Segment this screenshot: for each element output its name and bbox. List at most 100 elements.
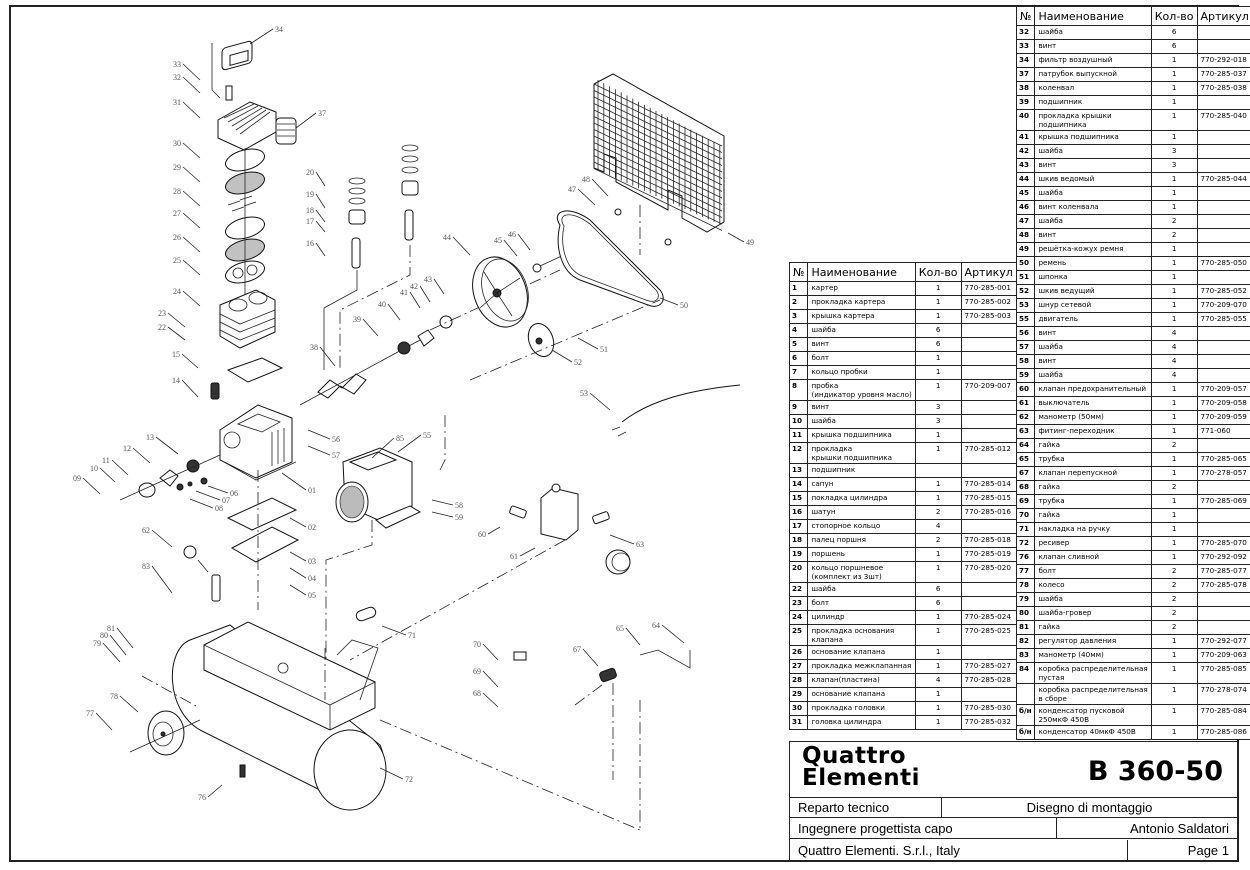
part-name: винт bbox=[1038, 356, 1057, 365]
cell-num: 15 bbox=[788, 491, 809, 506]
callout-label: 51 bbox=[600, 345, 608, 354]
part-name-cont: в сборе bbox=[1038, 694, 1067, 703]
leader-line bbox=[362, 318, 379, 337]
cell-qty: 4 bbox=[1150, 354, 1198, 369]
leader-line bbox=[182, 63, 201, 81]
cell-qty: 4 bbox=[1150, 368, 1198, 383]
cell-art bbox=[1196, 592, 1250, 607]
cell-name: сапун bbox=[807, 477, 916, 492]
cell-name: решётка-кожух ремня bbox=[1034, 242, 1152, 257]
callout-label: 46 bbox=[508, 230, 516, 239]
cell-art bbox=[960, 400, 1017, 415]
cell-qty: 1 bbox=[914, 659, 962, 674]
callout-label: 27 bbox=[173, 209, 181, 218]
driven-pulley-part bbox=[472, 256, 529, 328]
washer-47-part bbox=[614, 208, 622, 216]
part-name: гайка bbox=[1038, 510, 1061, 519]
leader-line bbox=[452, 236, 471, 256]
bearing-cap-part bbox=[138, 482, 156, 498]
leader-line bbox=[182, 212, 201, 229]
part-name: подшипник bbox=[811, 465, 856, 474]
leader-line bbox=[207, 485, 229, 494]
pressure-regulator-part bbox=[211, 574, 221, 602]
cell-num: 70 bbox=[1015, 508, 1036, 523]
cell-name: картер bbox=[807, 281, 916, 296]
cell-num: 39 bbox=[1015, 95, 1036, 110]
cell-art: 770-285-065 bbox=[1196, 452, 1250, 467]
cell-qty: 1 bbox=[1150, 522, 1198, 537]
leader-line bbox=[281, 472, 307, 491]
callout-label: 58 bbox=[455, 501, 463, 510]
company-name: Quattro Elementi. S.r.l., Italy bbox=[790, 840, 1128, 862]
cell-num: 42 bbox=[1015, 144, 1036, 159]
cell-name: винт коленвала bbox=[1034, 200, 1152, 215]
part-name: шайба bbox=[1038, 594, 1063, 603]
cell-art: 770-285-019 bbox=[960, 547, 1017, 562]
callout-label: 04 bbox=[308, 574, 316, 583]
leader-line bbox=[116, 627, 134, 649]
callout-label: 18 bbox=[306, 206, 314, 215]
guard-grid-line bbox=[593, 129, 723, 192]
cell-art bbox=[960, 596, 1017, 611]
cell-qty: 1 bbox=[914, 624, 962, 646]
leader-line bbox=[419, 285, 431, 303]
callout-label: 39 bbox=[353, 315, 361, 324]
header-name: Наименование bbox=[1034, 6, 1152, 26]
cell-name: коробка распределительная в сборе bbox=[1034, 683, 1152, 705]
cell-name: крышка картера bbox=[807, 309, 916, 324]
part-name: крышка подшипника bbox=[811, 430, 892, 439]
cell-name: прокладка картера bbox=[807, 295, 916, 310]
cell-qty: 1 bbox=[914, 715, 962, 730]
cell-art: 770-285-055 bbox=[1196, 312, 1250, 327]
breather-part bbox=[210, 382, 220, 400]
cell-art bbox=[960, 323, 1017, 338]
cell-art: 770-209-058 bbox=[1196, 396, 1250, 411]
cell-qty: 1 bbox=[1150, 704, 1198, 726]
cell-art: 770-292-077 bbox=[1196, 634, 1250, 649]
guard-grid-line bbox=[593, 168, 723, 231]
leader-line bbox=[182, 142, 201, 159]
cell-num: 55 bbox=[1015, 312, 1036, 327]
part-name: шкив ведущий bbox=[1038, 286, 1095, 295]
cell-name: конденсатор 40мкФ 450В bbox=[1034, 725, 1152, 740]
hose-part bbox=[519, 659, 571, 713]
callout-label: 13 bbox=[146, 433, 154, 442]
guard-grid-line bbox=[593, 90, 723, 153]
part-name: клапан сливной bbox=[1038, 552, 1100, 561]
guard-grid-line bbox=[593, 161, 723, 225]
cell-num: 6 bbox=[788, 351, 809, 366]
cell-name: шайба-гровер bbox=[1034, 606, 1152, 621]
part-name: винт коленвала bbox=[1038, 202, 1099, 211]
cell-qty: 1 bbox=[1150, 494, 1198, 509]
cell-art: 770-209-007 bbox=[960, 379, 1017, 401]
cell-qty: 2 bbox=[1150, 438, 1198, 453]
cell-num: 43 bbox=[1015, 158, 1036, 173]
piston-rod-left-part bbox=[323, 177, 366, 370]
callout-label: 16 bbox=[306, 239, 314, 248]
cell-name: клапан предохранительный bbox=[1034, 382, 1152, 397]
leader-line bbox=[371, 437, 395, 459]
callout-label: 01 bbox=[308, 486, 316, 495]
part-name: прокладка bbox=[811, 444, 853, 453]
callout-label: 41 bbox=[400, 288, 408, 297]
cell-art: 770-285-069 bbox=[1196, 494, 1250, 509]
cell-name: болт bbox=[1034, 564, 1152, 579]
callout-label: 02 bbox=[308, 523, 316, 532]
part-name: накладка на ручку bbox=[1038, 524, 1110, 533]
cell-qty: 1 bbox=[1150, 67, 1198, 82]
cell-art: 770-285-027 bbox=[960, 659, 1017, 674]
cell-qty: 2 bbox=[1150, 480, 1198, 495]
